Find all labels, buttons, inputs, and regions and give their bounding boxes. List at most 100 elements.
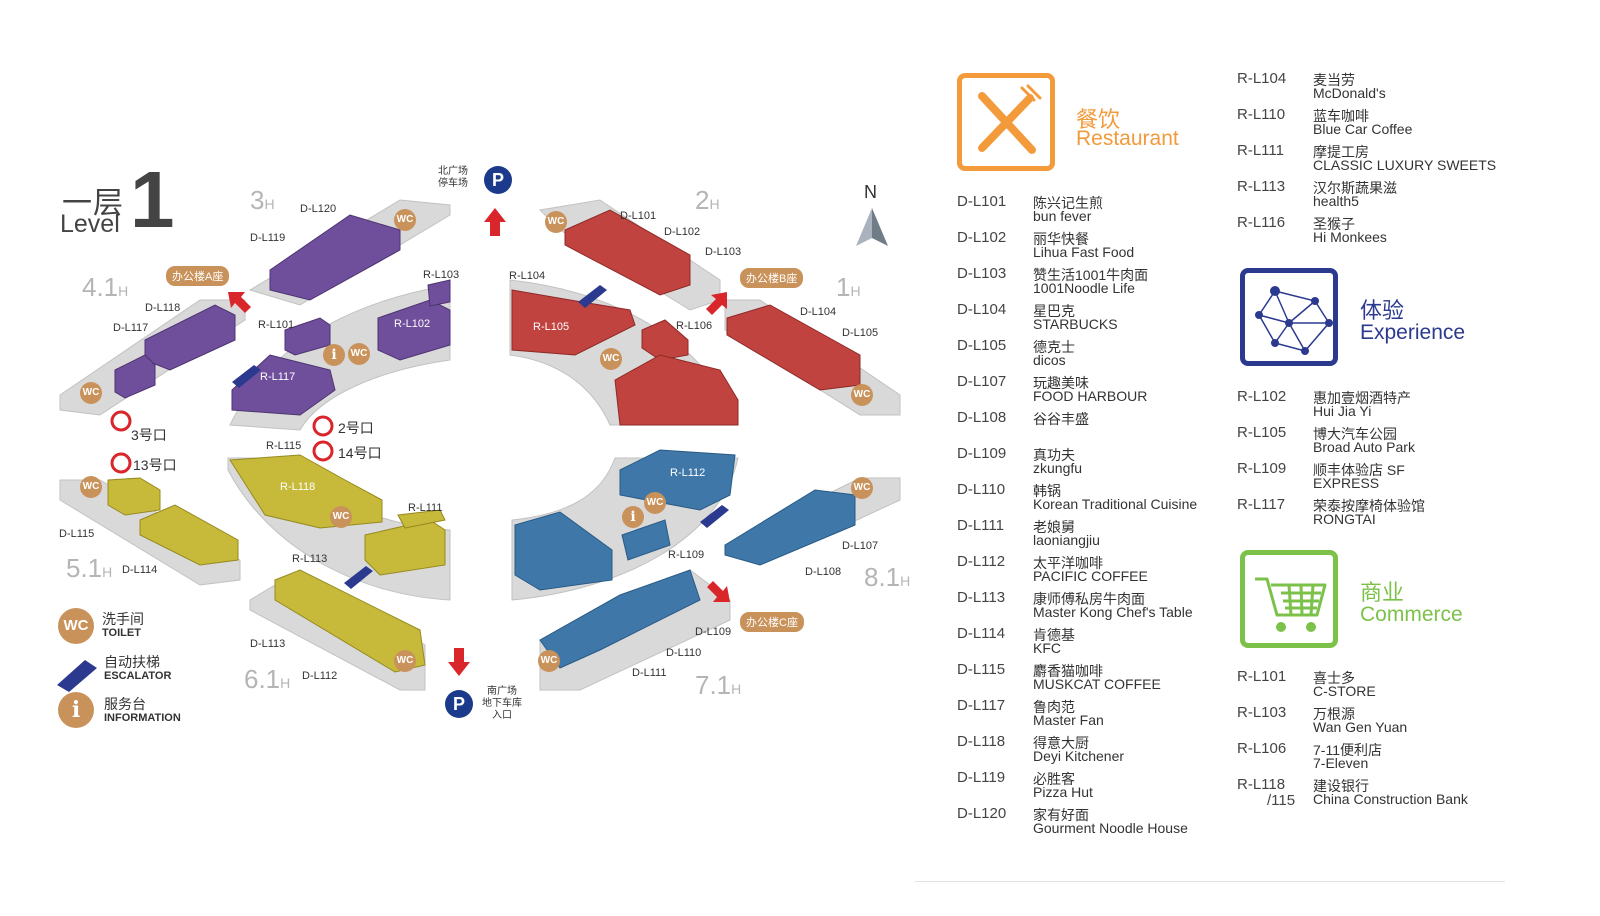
unit-label: R-L112	[670, 467, 706, 479]
zone-label: 8.1H	[864, 562, 911, 592]
legend-escalator-cn: 自动扶梯	[104, 654, 160, 670]
wc-icon: WC	[851, 477, 873, 499]
legend-escalator-icon	[57, 660, 97, 692]
south-arrow-red	[448, 648, 470, 676]
metro-icon	[312, 415, 334, 437]
unit-label: R-L109	[668, 549, 705, 561]
zone-label: 4.1H	[82, 272, 129, 302]
store-name-en: STARBUCKS	[1033, 316, 1118, 332]
unit-label: R-L113	[292, 553, 328, 565]
north-parking-label: 北广场停车场	[438, 166, 468, 189]
unit-label: D-L111	[632, 667, 667, 679]
wc-icon: WC	[545, 211, 567, 233]
shop-block-dl109-dl111	[539, 569, 701, 669]
escalator-icon	[232, 365, 261, 388]
store-name-en: PACIFIC COFFEE	[1033, 568, 1148, 584]
unit-label: D-L102	[664, 226, 701, 238]
restaurant-category-en: Restaurant	[1076, 127, 1179, 150]
escalator-icon	[700, 505, 729, 528]
shop-block-dl117-small	[114, 354, 156, 399]
unit-label: R-L111	[408, 502, 443, 514]
unit-code: R-L109	[1237, 460, 1287, 477]
store-name-en: C-STORE	[1313, 683, 1376, 699]
store-name-en: CLASSIC LUXURY SWEETS	[1313, 157, 1497, 173]
unit-code: D-L115	[957, 661, 1006, 678]
shop-block-dl104-dl105	[726, 304, 861, 391]
unit-label: R-L102	[394, 318, 431, 330]
metro-icon	[110, 452, 132, 474]
north-parking-icon: P	[484, 166, 512, 194]
level-title-en: Level	[60, 210, 120, 238]
shop-block-dl107-dl108	[724, 489, 856, 566]
bottom-divider	[915, 881, 1505, 882]
store-name-en: Gourment Noodle House	[1033, 820, 1188, 836]
store-name-cn: 韩锅	[1033, 483, 1061, 499]
wc-icon: WC	[394, 650, 416, 672]
store-name-cn: 家有好面	[1033, 807, 1089, 823]
shop-block-dl115-small	[107, 477, 161, 516]
store-name-cn: 星巴克	[1033, 303, 1075, 319]
unit-code: R-L105	[1237, 424, 1287, 441]
shop-block-dl101-dl103	[564, 209, 691, 296]
store-name-cn: 康师傅私房牛肉面	[1033, 591, 1145, 607]
north-arrow-red	[484, 208, 506, 236]
unit-code: D-L118	[957, 733, 1006, 750]
wc-icon: WC	[80, 382, 102, 404]
unit-label: D-L103	[705, 246, 742, 258]
shop-block-red-large	[614, 354, 739, 426]
store-name-en: 7-Eleven	[1313, 755, 1369, 771]
store-name-cn: 德克士	[1033, 339, 1075, 355]
south-parking-label: 南广场地下车库入口	[482, 686, 522, 721]
zone-label: 2H	[695, 185, 720, 215]
shop-block-dl112-dl113	[274, 569, 426, 673]
store-name-cn: 必胜客	[1033, 771, 1075, 787]
store-name-en: Master Fan	[1033, 712, 1104, 728]
unit-code-suffix: /115	[1267, 792, 1296, 809]
unit-code: D-L112	[957, 553, 1006, 570]
south-parking-icon: P	[445, 690, 473, 718]
store-name-cn: 惠加壹烟酒特产	[1313, 390, 1411, 406]
store-name-en: health5	[1313, 193, 1359, 209]
unit-code: R-L103	[1237, 704, 1287, 721]
unit-label: D-L117	[113, 322, 149, 334]
store-name-cn: 蓝车咖啡	[1313, 108, 1369, 124]
zone-label: 1H	[836, 272, 861, 302]
legend-info-cn: 服务台	[104, 696, 146, 712]
unit-code: R-L110	[1237, 106, 1286, 123]
info-icon: i	[622, 506, 644, 528]
office-c-arrow	[707, 581, 730, 602]
compass-arrow-right	[872, 208, 888, 246]
shop-block-blue-west	[514, 511, 613, 591]
escalator-icon	[344, 566, 373, 589]
store-name-en: Deyi Kitchener	[1033, 748, 1125, 764]
store-name-en: Wan Gen Yuan	[1313, 719, 1408, 735]
wc-icon: WC	[348, 343, 370, 365]
info-icon: i	[323, 344, 345, 366]
store-name-cn: 陈兴记生煎	[1033, 195, 1103, 211]
store-name-cn: 鲁肉范	[1033, 699, 1075, 715]
office-a-tag: 办公楼A座	[166, 266, 230, 286]
shop-block-rl109	[621, 519, 671, 561]
zone-label: 6.1H	[244, 664, 291, 694]
unit-code: R-L104	[1237, 70, 1287, 87]
unit-label: R-L106	[676, 320, 713, 332]
unit-label: D-L108	[805, 566, 842, 578]
unit-code: R-L117	[1237, 496, 1286, 513]
level-number: 1	[130, 155, 175, 244]
unit-label: D-L101	[620, 210, 657, 222]
wc-icon: WC	[600, 348, 622, 370]
legend-toilet-cn: 洗手间	[102, 611, 144, 627]
zone-label: 5.1H	[66, 553, 113, 583]
unit-code: D-L105	[957, 337, 1007, 354]
office-b-tag: 办公楼B座	[740, 268, 804, 288]
unit-label: R-L103	[423, 269, 460, 281]
legend-info-en: INFORMATION	[104, 712, 181, 724]
unit-code: D-L120	[957, 805, 1007, 822]
shop-block-rl104-rl105	[511, 289, 636, 356]
store-name-cn: 玩趣美味	[1033, 375, 1089, 391]
store-name-en: Hi Monkees	[1313, 229, 1387, 245]
shop-block-dl119-dl120	[269, 214, 401, 301]
store-name-en: RONGTAI	[1313, 511, 1376, 527]
store-name-cn: 喜士多	[1313, 670, 1355, 686]
network-icon	[1255, 286, 1333, 355]
